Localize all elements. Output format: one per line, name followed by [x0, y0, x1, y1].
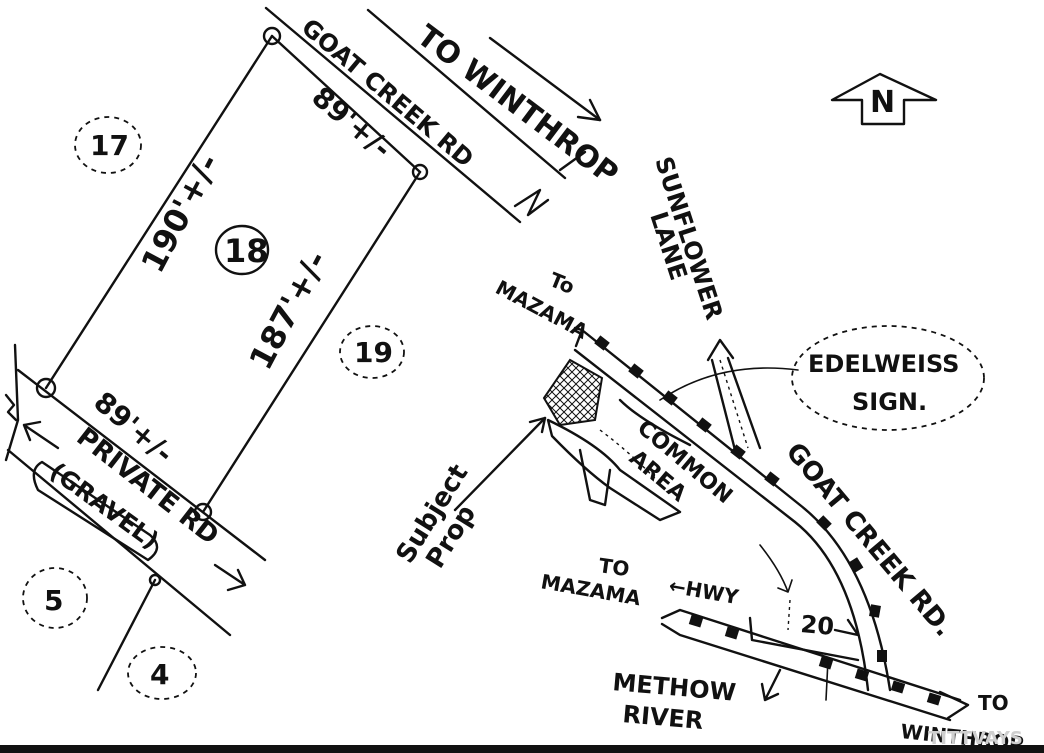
bottom-border [0, 745, 1044, 753]
to-mazama-label-low-1: TO [597, 553, 631, 581]
private-road-arrow-left [22, 420, 60, 450]
sign-label: SIGN. [852, 388, 927, 416]
watermark: TITTVAYS [928, 728, 1023, 749]
lot-19-marker: 19 [339, 325, 405, 379]
svg-text:19: 19 [354, 336, 393, 369]
edelweiss-label: EDELWEISS [808, 350, 959, 378]
lot-5-marker: 5 [22, 567, 88, 629]
lot-17-marker: 17 [74, 116, 142, 174]
svg-text:18: 18 [224, 232, 269, 270]
methow-river-arrow [760, 659, 829, 702]
goat-creek-road-top [264, 6, 587, 224]
svg-text:17: 17 [90, 129, 129, 162]
north-arrow-icon: N [830, 72, 938, 126]
lot-18-marker: 18 [214, 224, 270, 276]
common-area [546, 398, 692, 522]
hwy-number: 20 [799, 610, 835, 641]
river-label: RIVER [621, 700, 704, 735]
private-road-arrow-right [213, 563, 247, 592]
hwy-label: ←HWY [667, 573, 741, 609]
dimension-left: 190'+/- [134, 148, 228, 279]
lot-line-south [96, 573, 162, 692]
to-mazama-label-mid-2: MAZAMA [492, 275, 593, 344]
goat-creek-road-right [573, 326, 892, 692]
edelweiss-sign-bubble [659, 325, 985, 431]
to-winthrop-label-bottom-1: TO [978, 691, 1009, 715]
subject-arrow [453, 416, 547, 512]
to-mazama-label-mid-1: To [546, 267, 578, 299]
hwy-20-road [660, 544, 970, 722]
lot-18-parcel [35, 26, 429, 522]
subject-property-parcel [542, 358, 604, 427]
svg-text:5: 5 [44, 584, 63, 617]
svg-text:N: N [870, 85, 895, 120]
sunflower-lane-road [706, 338, 762, 452]
svg-text:4: 4 [150, 658, 169, 691]
to-winthrop-arrow-top [488, 36, 602, 122]
lot-4-marker: 4 [127, 646, 197, 700]
